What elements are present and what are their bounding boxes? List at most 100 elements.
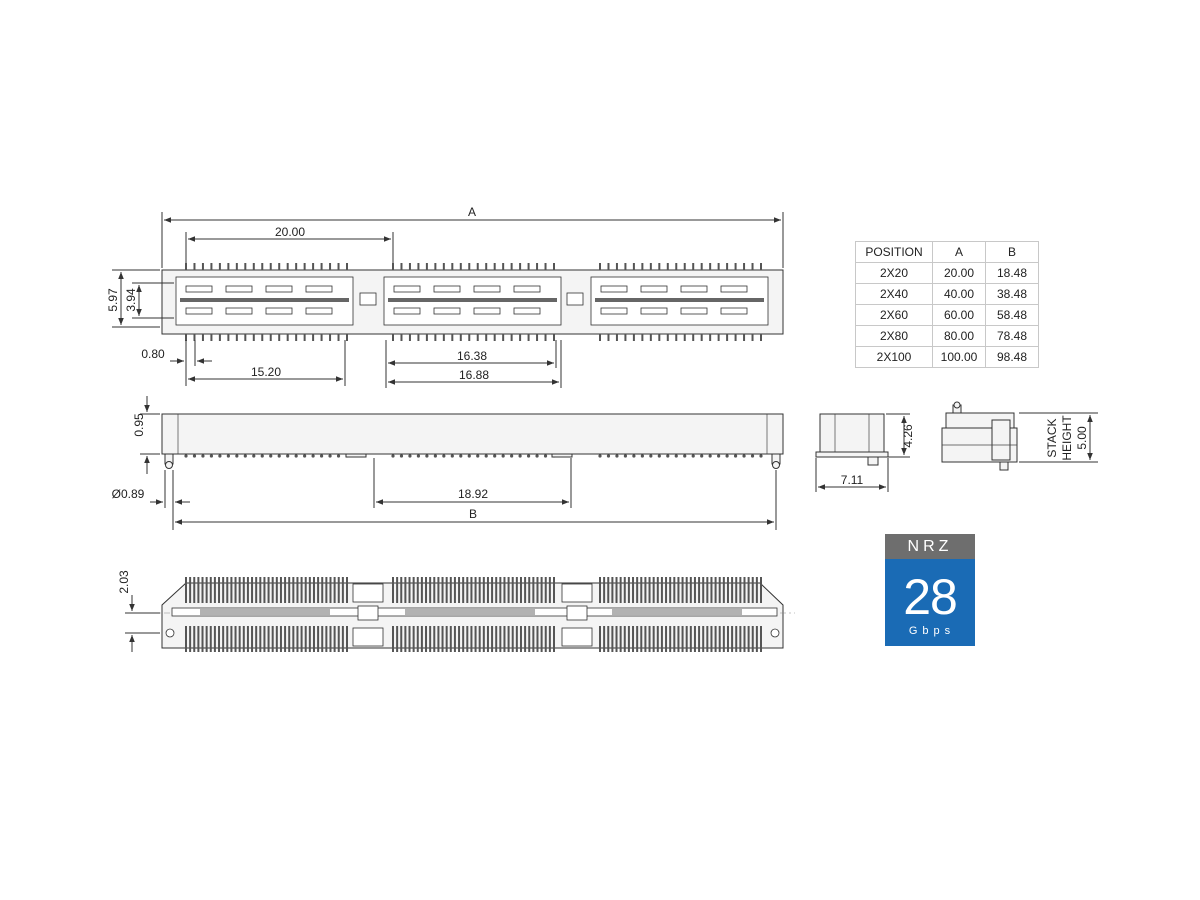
contact-window [473,307,501,315]
bottom-pin [284,577,287,603]
bottom-pin [238,577,241,603]
bottom-pin [238,626,241,652]
bottom-pin [722,577,725,603]
bottom-pin [304,626,307,652]
contact-pin [624,263,627,270]
contact-pin [337,334,340,341]
contact-window [680,285,708,293]
bottom-pin [640,626,643,652]
contact-pin [400,334,403,341]
bottom-pin [317,577,320,603]
contact-pin [442,263,445,270]
bottom-pin [308,626,311,652]
contact-pin [675,263,678,270]
bottom-pin [222,626,225,652]
dim-stack-line1: STACK [1045,418,1059,457]
bottom-pin [540,626,543,652]
contact-pin [599,263,601,270]
contact-pin [544,263,547,270]
bottom-pin [515,626,518,652]
position-table: POSITION A B 2X20 20.00 18.48 2X40 40.00… [855,241,1039,368]
top-view: A 20.00 5.97 3.94 [106,205,784,388]
dim-a-label: A [468,205,476,219]
bottom-pin [718,626,721,652]
dim-hole: Ø0.89 [112,487,145,501]
bottom-pin [263,626,266,652]
badge-unit: Gbps [908,625,956,637]
contact-pin [675,334,678,341]
bottom-pin [226,626,229,652]
bottom-pin [491,577,494,603]
bottom-pin [611,577,614,603]
front-view: 0.95 Ø0.89 18.92 B [112,396,784,530]
solder-lead [243,454,247,458]
bottom-pin [271,626,274,652]
bottom-pin [511,626,514,652]
contact-pin [485,263,488,270]
bottom-pin [751,626,754,652]
bottom-pin [632,577,635,603]
contact-window [680,307,708,315]
contact-pin [641,263,644,270]
contact-pin [607,334,610,341]
solder-lead [399,454,404,458]
dim-15-20: 15.20 [251,365,281,379]
contact-pin [700,334,703,341]
contact-window [185,285,213,293]
contact-pin [544,334,547,341]
bottom-pin [341,577,344,603]
bottom-pin [189,626,192,652]
contact-pin [295,263,298,270]
bottom-pin [189,577,192,603]
bottom-pin [491,626,494,652]
bottom-pin [445,577,448,603]
bottom-pin [755,626,758,652]
solder-lead [319,454,324,458]
bottom-pin [251,577,254,603]
contact-pin [269,334,272,341]
contact-pin [227,334,230,341]
bottom-pin [292,577,295,603]
contact-pin [519,263,522,270]
contact-window [265,285,293,293]
bottom-pin [462,626,465,652]
bottom-pin [548,626,551,652]
bottom-pin [673,577,676,603]
bottom-pin [408,577,411,603]
bottom-pin [462,577,465,603]
bottom-pin [308,577,311,603]
bottom-pin [259,626,262,652]
solder-lead [459,454,463,458]
bottom-pin [312,626,315,652]
bottom-pin [209,626,212,652]
contact-pin [743,263,746,270]
contact-pin [185,263,187,270]
bottom-pin [689,626,692,652]
contact-pin [536,334,539,341]
end-view: 4.26 7.11 [815,413,915,492]
dim-stack-value: 5.00 [1075,426,1089,450]
solder-lead [467,454,471,458]
dim-stack-line2: HEIGHT [1060,415,1074,461]
solder-lead [218,454,222,458]
contact-pin [649,334,652,341]
bottom-pin [185,577,187,603]
solder-lead [640,454,644,458]
solder-lead [303,454,307,458]
bottom-pin [185,626,187,652]
solder-lead [192,454,197,458]
bottom-pin [392,626,394,652]
bottom-pin [346,577,348,603]
contact-pin [286,263,289,270]
solder-lead [235,454,239,458]
contact-pin [615,263,618,270]
dim-16-88: 16.88 [459,368,489,382]
contact-pin [734,263,737,270]
bottom-pin [656,626,659,652]
contact-pin [235,334,238,341]
contact-pin [751,334,754,341]
bottom-pin [246,626,249,652]
contact-pin [493,263,496,270]
solder-lead [535,454,539,458]
